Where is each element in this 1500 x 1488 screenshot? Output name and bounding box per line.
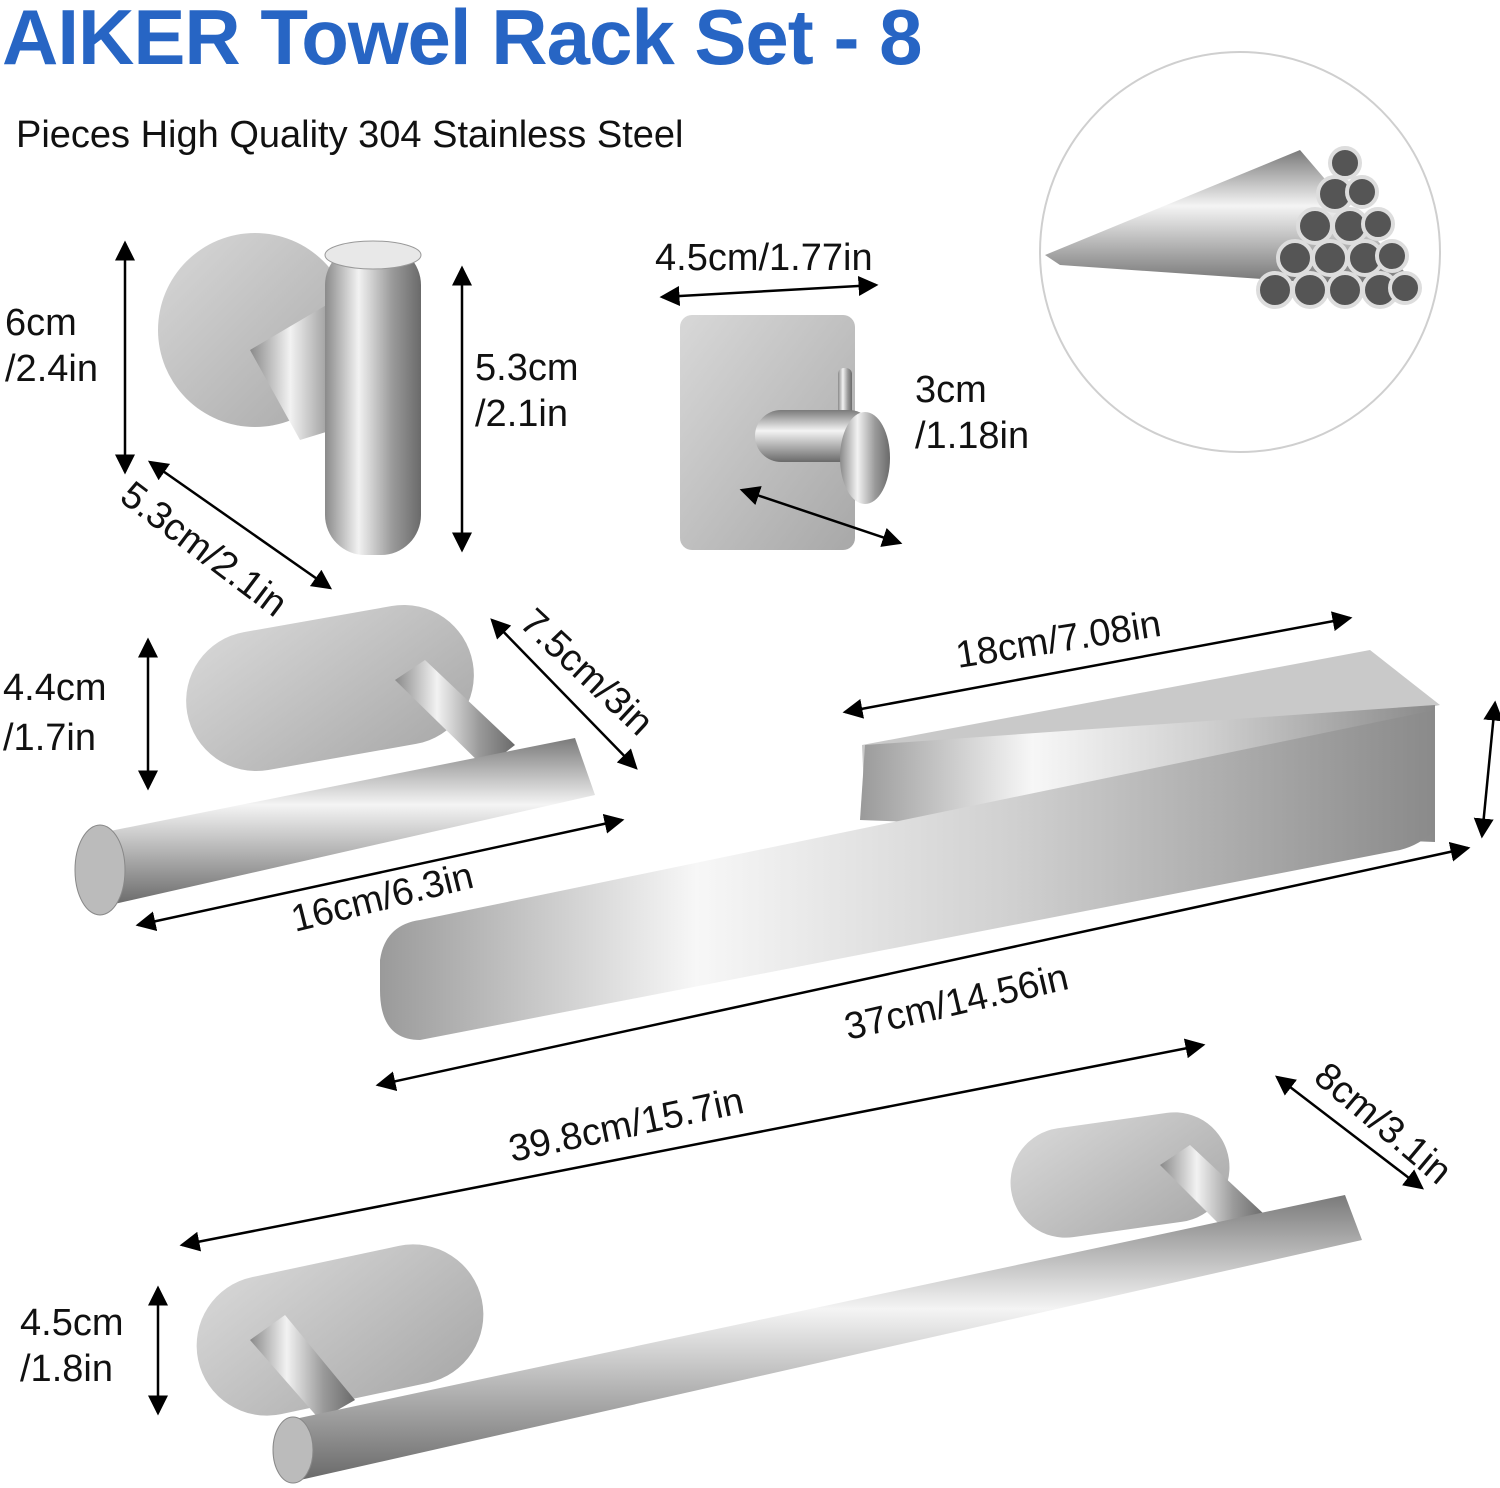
round-hook-length-cm: 5.3cm xyxy=(475,347,578,389)
page-title: AIKER Towel Rack Set - 8 xyxy=(2,0,922,81)
steel-pipes-inset xyxy=(1039,51,1441,453)
round-hook-length-in: /2.1in xyxy=(475,393,568,435)
paper-holder-height-cm: 4.4cm xyxy=(3,667,106,709)
square-hook xyxy=(680,315,890,550)
towel-shelf-inner: 18cm/7.08in xyxy=(953,603,1164,677)
towel-bar-height-in: /1.8in xyxy=(20,1348,113,1390)
paper-holder-depth: 7.5cm/3in xyxy=(512,601,661,744)
towel-bar xyxy=(196,1112,1362,1484)
towel-bar-height-cm: 4.5cm xyxy=(20,1302,123,1344)
page-subtitle: Pieces High Quality 304 Stainless Steel xyxy=(16,114,684,156)
round-hook-height-cm: 6cm xyxy=(5,302,77,344)
round-hook-height-in: /2.4in xyxy=(5,348,98,390)
towel-bar-depth: 8cm/3.1in xyxy=(1306,1055,1459,1193)
square-hook-depth-in: /1.18in xyxy=(915,415,1029,457)
paper-holder-height-in: /1.7in xyxy=(3,717,96,759)
towel-shelf xyxy=(380,650,1440,1040)
round-hook-diameter: 5.3cm/2.1in xyxy=(113,474,295,626)
round-hook xyxy=(158,233,422,555)
dimension-arrows xyxy=(115,240,1500,1416)
towel-shelf-length: 37cm/14.56in xyxy=(841,957,1073,1049)
square-hook-depth-cm: 3cm xyxy=(915,369,987,411)
square-hook-width: 4.5cm/1.77in xyxy=(655,237,873,279)
paper-holder xyxy=(74,604,595,916)
